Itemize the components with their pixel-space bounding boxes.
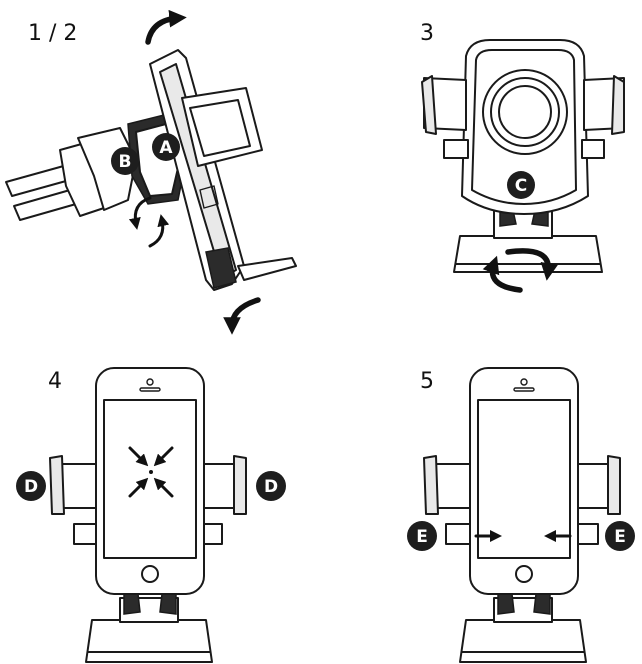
panel-step-5: 5 E E (407, 367, 635, 663)
step-label-1-2: 1 / 2 (28, 21, 77, 46)
rotate-arrow-icon (145, 9, 187, 45)
step-label-3: 3 (420, 21, 434, 46)
badge-b-label: B (119, 152, 132, 172)
panel-step-4: 4 D (16, 367, 286, 663)
rotate-arrow-icon (128, 196, 152, 230)
badge-e-label: E (416, 527, 428, 547)
badge-b: B (111, 147, 139, 175)
rotate-arrow-icon (223, 297, 261, 335)
holder-body (149, 49, 297, 291)
step-label-5: 5 (420, 369, 434, 394)
badge-a-label: A (159, 138, 173, 158)
rotate-arrow-icon (482, 255, 523, 293)
badge-e-right: E (605, 521, 635, 551)
badge-d-label: D (264, 477, 278, 497)
rotate-arrow-icon (148, 214, 170, 248)
badge-e-label: E (614, 527, 626, 547)
badge-a: A (152, 133, 180, 161)
badge-c: C (507, 171, 535, 199)
panel-step-1-2: 1 / 2 A B (5, 9, 297, 335)
panel-step-3: 3 C (420, 21, 625, 293)
badge-d-label: D (24, 477, 38, 497)
badge-e-left: E (407, 521, 437, 551)
rotate-arrow-icon (505, 248, 559, 281)
badge-c-label: C (515, 176, 527, 196)
badge-d-right: D (256, 471, 286, 501)
compress-arrows-icon (128, 446, 174, 498)
vent-clip (5, 127, 137, 221)
badge-d-left: D (16, 471, 46, 501)
step-label-4: 4 (48, 369, 62, 394)
